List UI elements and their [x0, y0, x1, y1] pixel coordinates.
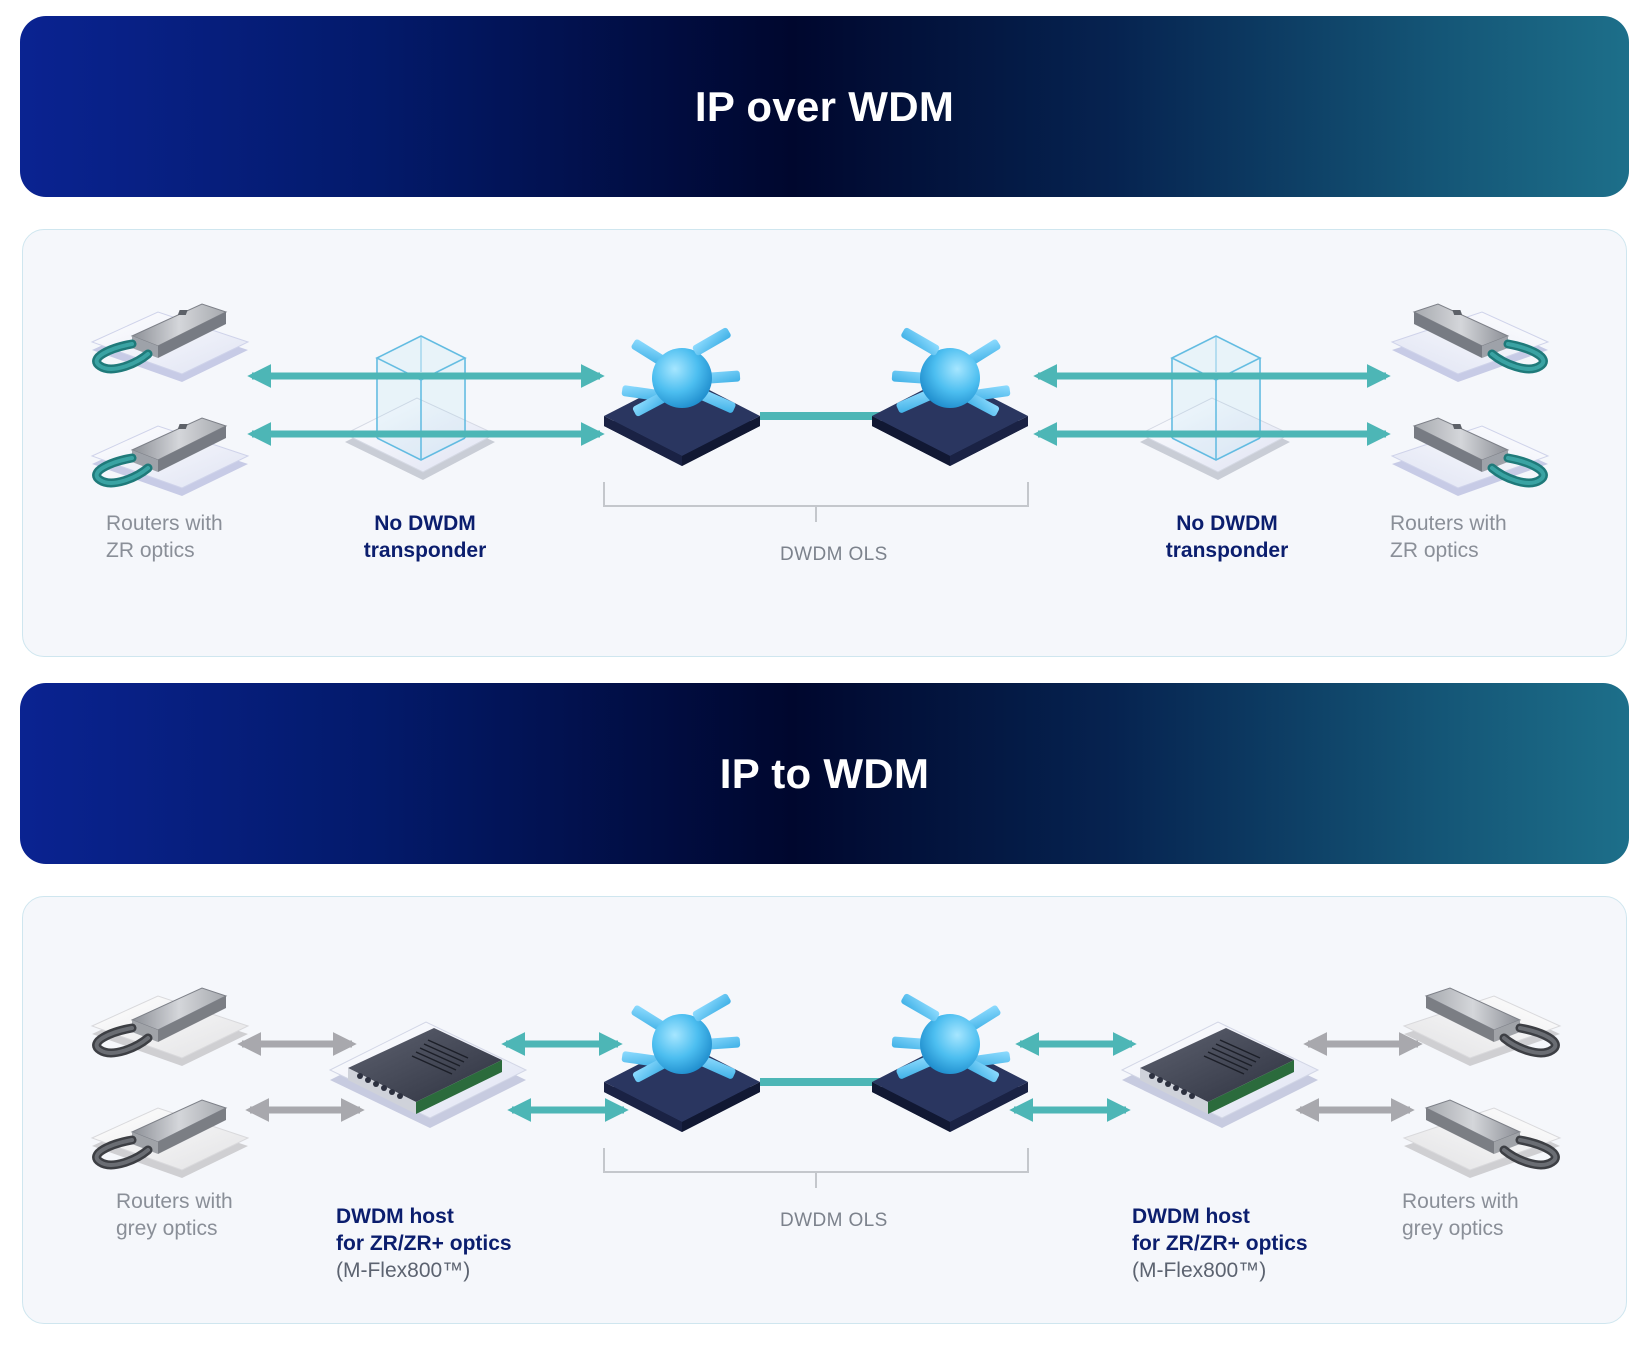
section-title: IP to WDM	[719, 749, 930, 797]
ols-label: DWDM OLS	[780, 1210, 888, 1231]
section-title: IP over WDM	[694, 82, 955, 130]
ols-node-left	[604, 992, 760, 1132]
host-label-left: DWDM host for ZR/ZR+ optics (M-Flex800™)	[336, 1176, 512, 1311]
host-label-model: (M-Flex800™)	[1132, 1259, 1267, 1282]
router-zr-left-1	[92, 304, 248, 382]
ols-bracket	[603, 1148, 1029, 1188]
ols-bracket	[603, 482, 1029, 522]
router-zr-right-1	[1392, 304, 1548, 382]
router-grey-right-1	[1404, 988, 1560, 1066]
section-banner-ip-over-wdm: IP over WDM	[20, 16, 1629, 197]
dwdm-host-device-right	[1121, 1021, 1319, 1129]
router-label-left: Routers with ZR optics	[106, 512, 223, 562]
transponder-placeholder-right	[1139, 335, 1291, 481]
router-label-right: Routers with grey optics	[1402, 1190, 1519, 1240]
host-label-title: DWDM host for ZR/ZR+ optics	[336, 1205, 512, 1255]
section-banner-ip-to-wdm: IP to WDM	[20, 683, 1629, 864]
router-label-left: Routers with grey optics	[116, 1190, 233, 1240]
transponder-label-right: No DWDM transponder	[1165, 512, 1289, 562]
host-label-model: (M-Flex800™)	[336, 1259, 471, 1282]
router-grey-left-1	[92, 988, 248, 1066]
ols-node-right	[872, 993, 1028, 1132]
transponder-placeholder-left	[344, 335, 496, 481]
host-label-right: DWDM host for ZR/ZR+ optics (M-Flex800™)	[1132, 1176, 1308, 1311]
router-grey-left-2	[92, 1100, 248, 1178]
router-zr-left-2	[92, 418, 248, 496]
transponder-label-left: No DWDM transponder	[363, 512, 487, 562]
router-grey-right-2	[1404, 1100, 1560, 1178]
router-label-right: Routers with ZR optics	[1390, 512, 1507, 562]
router-zr-right-2	[1392, 418, 1548, 496]
ols-node-right	[872, 327, 1028, 466]
ols-node-left	[604, 326, 760, 466]
ols-label: DWDM OLS	[780, 544, 888, 565]
host-label-title: DWDM host for ZR/ZR+ optics	[1132, 1205, 1308, 1255]
